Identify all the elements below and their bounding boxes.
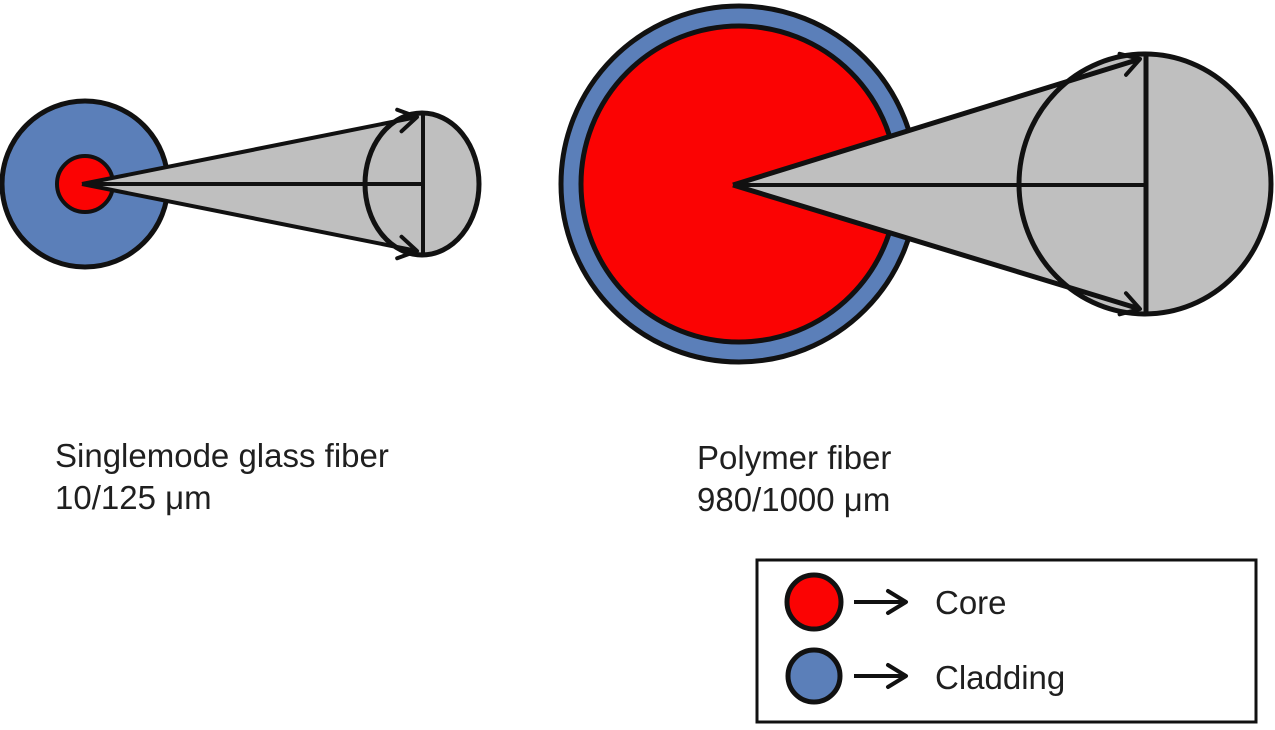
polymer-fiber-figure: [558, 3, 1274, 365]
singlemode-fiber-name-label: Singlemode glass fiber: [55, 437, 389, 474]
cladding-swatch-circle-icon: [785, 647, 843, 705]
polymer-cone-edge-top-arrow: [732, 51, 1142, 188]
singlemode-cone-edge-top-arrow: [81, 107, 419, 186]
singlemode-cone-edge-bottom-arrow: [81, 182, 419, 261]
polymer-cone-edge-bottom-arrow: [732, 182, 1142, 317]
legend-item-core: Core: [784, 572, 1007, 632]
legend-box: Core Cladding: [755, 558, 1258, 724]
polymer-fiber-name-label: Polymer fiber: [697, 439, 891, 476]
core-swatch-circle-icon: [784, 572, 844, 632]
legend-border: [755, 558, 1258, 724]
legend-item-cladding: Cladding: [785, 647, 1065, 705]
singlemode-fiber-size-label: 10/125 μm: [55, 479, 212, 516]
singlemode-fiber-figure: [0, 98, 482, 270]
legend-core-label: Core: [935, 584, 1007, 621]
legend-cladding-label: Cladding: [935, 659, 1065, 696]
polymer-fiber-size-label: 980/1000 μm: [697, 481, 890, 518]
